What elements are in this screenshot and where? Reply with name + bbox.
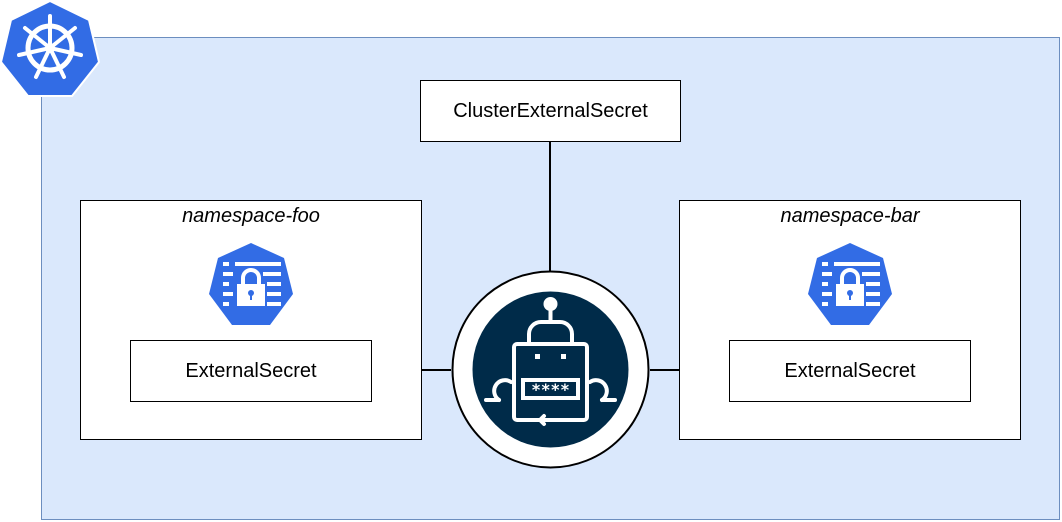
- secret-robot-icon[interactable]: ****: [451, 270, 650, 469]
- namespace-foo-title: namespace-foo: [182, 205, 320, 227]
- kubernetes-helm-wheel-icon: [0, 0, 101, 97]
- cluster-external-secret-label: ClusterExternalSecret: [453, 99, 648, 122]
- external-secret-foo-label: ExternalSecret: [185, 359, 317, 382]
- namespace-bar-title: namespace-bar: [780, 205, 920, 227]
- external-secret-foo-node[interactable]: ExternalSecret: [130, 340, 372, 402]
- kubernetes-secret-icon: [209, 243, 293, 325]
- cluster-external-secret-node[interactable]: ClusterExternalSecret: [420, 80, 681, 142]
- operator-screen-text: ****: [531, 380, 570, 399]
- external-secret-bar-node[interactable]: ExternalSecret: [729, 340, 971, 402]
- kubernetes-secret-icon: [808, 243, 892, 325]
- external-secret-bar-label: ExternalSecret: [784, 359, 916, 382]
